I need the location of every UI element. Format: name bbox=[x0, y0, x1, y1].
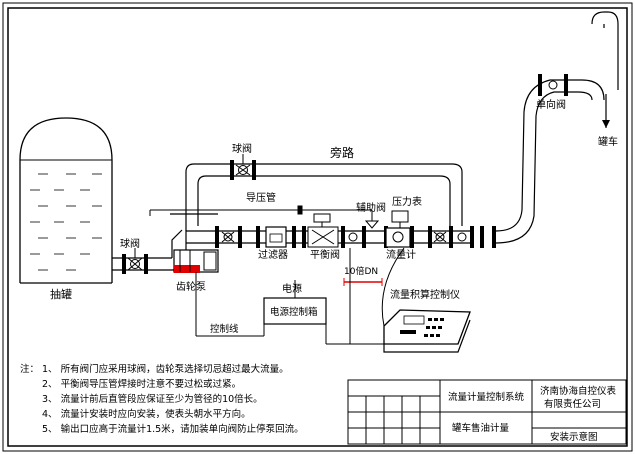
pressure-gauge-label: 压力表 bbox=[392, 195, 422, 208]
notes-block: 注： 1、 所有阀门应采用球阀，齿轮泵选择切忌超过最大流量。 2、 平衡阀导压管… bbox=[20, 363, 304, 435]
notes-prefix: 注： bbox=[20, 363, 39, 375]
ten-dn-label: 10倍DN bbox=[344, 265, 378, 277]
main-pipe-flanges bbox=[215, 226, 496, 248]
tanker-arrow bbox=[602, 120, 610, 128]
flow-meter-label: 流量计 bbox=[386, 248, 416, 261]
flow-meter bbox=[385, 227, 411, 248]
inner-frame bbox=[7, 7, 628, 447]
company-line-2: 有限责任公司 bbox=[544, 398, 601, 410]
note-5: 5、 输出口应高于流量计1.5米，请加装单向阀防止停泵回流。 bbox=[42, 423, 304, 435]
flow-totalizer-instrument bbox=[383, 309, 471, 353]
ball-valve-top-label: 球阀 bbox=[232, 142, 252, 155]
filter-label: 过滤器 bbox=[258, 248, 288, 261]
title-subtitle: 罐车售油计量 bbox=[452, 422, 510, 434]
main-line-valves bbox=[221, 231, 467, 243]
outlet-pipe bbox=[495, 11, 619, 244]
pressure-line-label: 导压管 bbox=[246, 191, 276, 204]
check-valve bbox=[538, 74, 568, 96]
check-valve-label: 单向阀 bbox=[536, 98, 566, 111]
gear-pump-label: 齿轮泵 bbox=[176, 280, 206, 293]
note-1: 1、 所有阀门应采用球阀，齿轮泵选择切忌超过最大流量。 bbox=[42, 363, 289, 375]
tank-outlet-pipe bbox=[112, 257, 172, 271]
bypass-pipe bbox=[185, 163, 463, 231]
pressure-gauge bbox=[391, 210, 409, 228]
title-block bbox=[347, 379, 627, 445]
note-3: 3、 流量计前后直管段应保证至少为管径的10倍长。 bbox=[42, 393, 263, 405]
filter bbox=[265, 226, 287, 248]
auxiliary-valve-label: 辅助阀 bbox=[356, 201, 386, 214]
drawing-name: 安装示意图 bbox=[550, 431, 598, 443]
bypass-ball-valve bbox=[230, 154, 256, 180]
bypass-label: 旁路 bbox=[330, 145, 354, 160]
company-line-1: 济南协海自控仪表 bbox=[540, 385, 617, 397]
gear-pump bbox=[173, 249, 219, 273]
power-control-box-label: 电源控制箱 bbox=[270, 306, 318, 318]
auxiliary-valve bbox=[364, 214, 380, 229]
balance-valve bbox=[307, 213, 339, 248]
tanker-label: 罐车 bbox=[598, 135, 618, 148]
wiring bbox=[195, 247, 405, 345]
instrument-label: 流量积算控制仪 bbox=[390, 288, 460, 301]
note-2: 2、 平衡阀导压管焊接时注意不要过松或过紧。 bbox=[42, 378, 241, 390]
note-4: 4、 流量计安装时应向安装，使表头朝水平方向。 bbox=[42, 408, 251, 420]
title-system: 流量计量控制系统 bbox=[448, 391, 525, 403]
power-supply-label: 电源 bbox=[282, 282, 302, 295]
balance-valve-label: 平衡阀 bbox=[310, 248, 340, 261]
control-line-label: 控制线 bbox=[210, 323, 239, 335]
storage-tank bbox=[19, 117, 113, 284]
tank-label: 抽罐 bbox=[50, 287, 72, 301]
ball-valve-left-label: 球阀 bbox=[120, 237, 140, 250]
pressure-line bbox=[149, 205, 373, 228]
ball-valve-left bbox=[122, 248, 148, 274]
